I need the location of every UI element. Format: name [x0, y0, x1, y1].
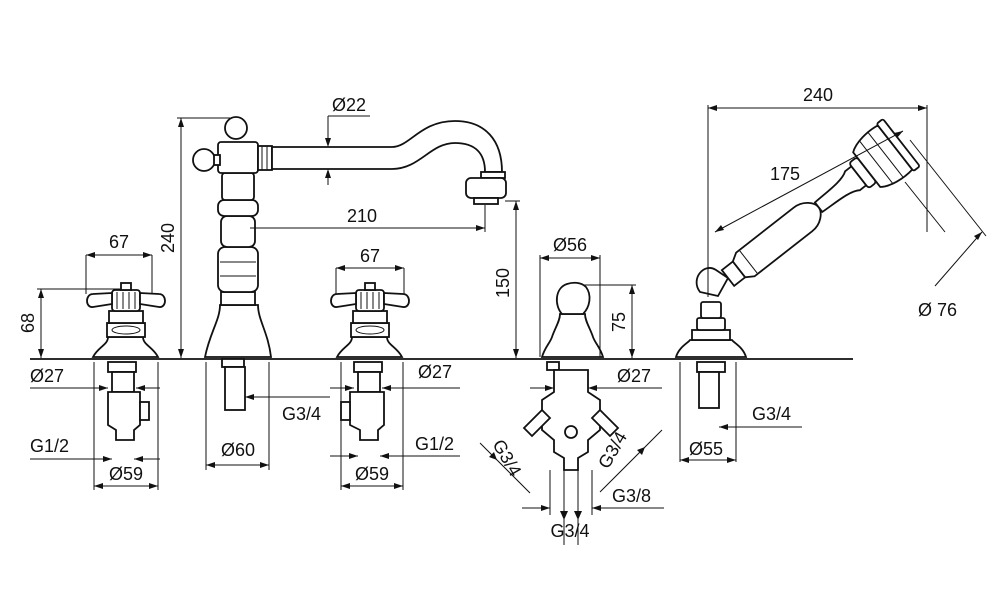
right-tap-base-dia-label: Ø59 [355, 464, 389, 484]
diverter-spout-height-label: 150 [493, 268, 513, 298]
shower-reach-label: 240 [803, 85, 833, 105]
left-tap-dimensions: 67 68 Ø27 G1/2 Ø59 [18, 232, 160, 490]
left-cross-tap [86, 282, 166, 441]
spout [192, 116, 507, 411]
shower-head-dia-label: Ø 76 [918, 300, 957, 320]
diverter-stem-dia-label: Ø27 [617, 366, 651, 386]
left-tap-width-label: 67 [109, 232, 129, 252]
spout-dimensions: 240 Ø22 210 Ø60 G3/4 [158, 95, 486, 470]
right-cross-tap [330, 282, 410, 441]
right-tap-stem-dia-label: Ø27 [418, 362, 452, 382]
left-tap-stem-dia-label: Ø27 [30, 366, 64, 386]
shower-base-thread-label: G3/4 [752, 404, 791, 424]
hand-shower [674, 118, 920, 409]
diverter-dia-label: Ø56 [553, 235, 587, 255]
right-tap-width-label: 67 [360, 246, 380, 266]
diverter-hose-thread-label: G3/8 [612, 486, 651, 506]
left-tap-base-dia-label: Ø59 [109, 464, 143, 484]
shower-handle-length-label: 175 [770, 164, 800, 184]
left-tap-height-label: 68 [18, 313, 38, 333]
right-tap-dimensions: 67 Ø27 G1/2 Ø59 [330, 246, 460, 490]
spout-height-label: 240 [158, 223, 178, 253]
shower-base-dia-label: Ø55 [689, 439, 723, 459]
spout-pipe-dia-label: Ø22 [332, 95, 366, 115]
diverter-bottom-thread-label: G3/4 [550, 521, 589, 541]
left-tap-thread-label: G1/2 [30, 436, 69, 456]
diverter-right-thread-label: G3/4 [594, 428, 631, 472]
diverter [522, 281, 620, 471]
right-tap-thread-label: G1/2 [415, 434, 454, 454]
spout-reach-label: 210 [347, 206, 377, 226]
spout-inlet-thread-label: G3/4 [282, 404, 321, 424]
spout-base-dia-label: Ø60 [221, 440, 255, 460]
shower-dimensions: 240 175 Ø 76 Ø55 G3/4 [679, 85, 987, 463]
diverter-height-label: 75 [609, 312, 629, 332]
